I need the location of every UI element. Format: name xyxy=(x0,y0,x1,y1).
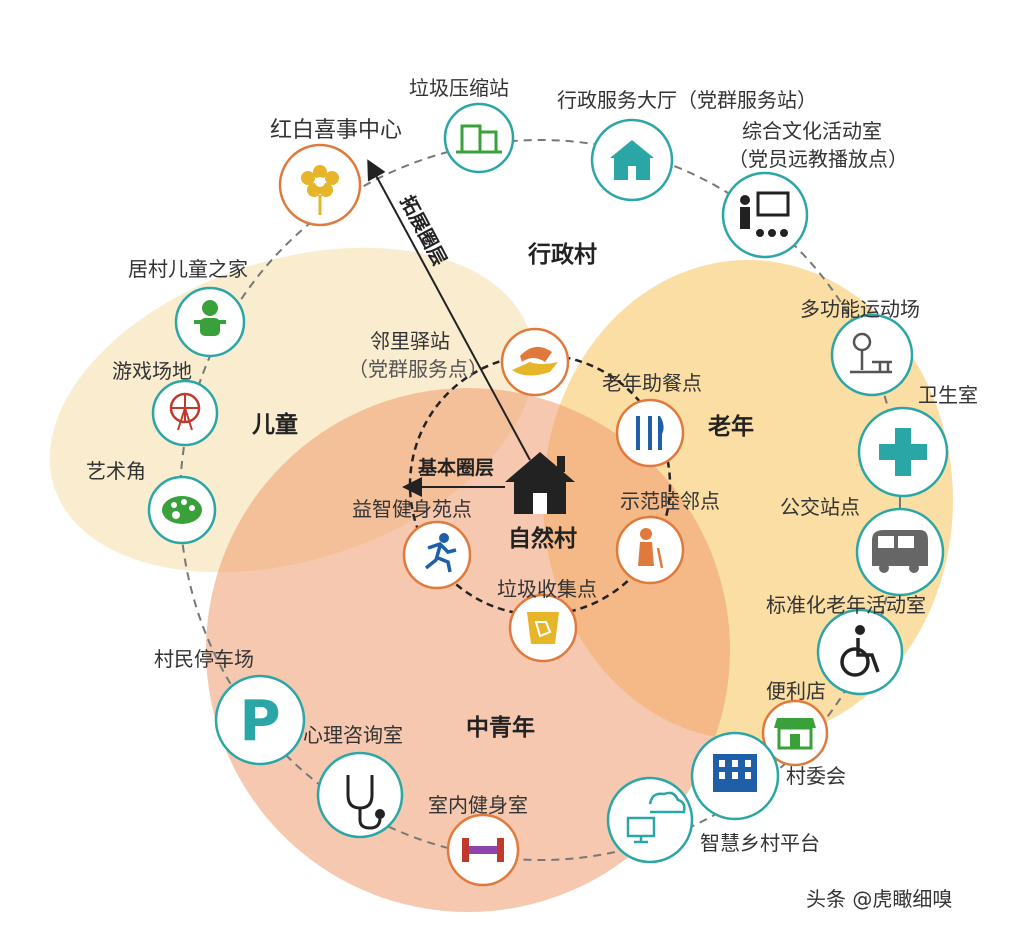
runner-icon xyxy=(424,533,457,573)
label-smart: 智慧乡村平台 xyxy=(700,831,820,855)
medical-cross-icon xyxy=(879,428,927,476)
basic-arrow-label: 基本圈层 xyxy=(417,456,494,479)
zone-label-elder: 老年 xyxy=(707,413,754,440)
store-icon xyxy=(774,718,816,750)
node-kids-home[interactable] xyxy=(174,286,246,358)
node-playground[interactable] xyxy=(151,379,219,447)
label-elder-meal: 老年助餐点 xyxy=(602,371,702,395)
node-elder-meal[interactable] xyxy=(615,398,685,468)
node-elder-room[interactable] xyxy=(816,608,904,696)
node-store[interactable] xyxy=(761,699,829,767)
label-trash-compress: 垃圾压缩站 xyxy=(409,76,509,100)
node-trash-collect[interactable] xyxy=(508,593,578,663)
node-wedding[interactable] xyxy=(278,143,362,227)
node-neighbor-station[interactable] xyxy=(500,327,570,397)
palette-icon xyxy=(162,496,202,524)
cutlery-icon xyxy=(636,416,664,450)
node-trash-compress[interactable] xyxy=(443,102,515,174)
label-admin-hall: 行政服务大厅（党群服务站） xyxy=(557,88,817,112)
cloud-computer-icon xyxy=(626,791,686,844)
expand-arrow xyxy=(367,159,531,461)
node-smart[interactable] xyxy=(606,776,694,864)
ferris-wheel-icon xyxy=(169,392,201,431)
label-neighbor-station: 邻里驿站 xyxy=(370,329,450,353)
label-demo-neighbor: 示范睦邻点 xyxy=(620,489,720,513)
label-art: 艺术角 xyxy=(86,459,146,483)
label-counsel: 心理咨询室 xyxy=(303,723,403,747)
label-culture: 综合文化活动室 xyxy=(742,119,882,143)
node-counsel[interactable] xyxy=(316,751,404,839)
label-clinic: 卫生室 xyxy=(918,383,978,407)
node-admin-hall[interactable] xyxy=(590,118,674,202)
node-bus[interactable] xyxy=(855,507,945,597)
node-art[interactable] xyxy=(147,475,217,545)
hands-icon xyxy=(512,346,558,376)
dumbbell-icon xyxy=(462,838,504,862)
label-kids-home: 居村儿童之家 xyxy=(128,257,248,281)
teacher-icon xyxy=(740,191,790,237)
label-culture-sub: （党员远教播放点） xyxy=(728,147,908,171)
node-culture[interactable] xyxy=(721,171,809,259)
zone-label-youth: 中青年 xyxy=(466,714,535,741)
flower-icon xyxy=(301,165,339,215)
node-committee[interactable] xyxy=(690,731,780,821)
wheelchair-icon xyxy=(840,625,880,677)
label-wedding: 红白喜事中心 xyxy=(270,118,402,143)
label-bus: 公交站点 xyxy=(780,495,860,519)
center-label: 自然村 xyxy=(508,525,577,552)
node-clinic[interactable] xyxy=(857,406,949,498)
label-committee: 村委会 xyxy=(786,764,846,788)
label-trash-collect: 垃圾收集点 xyxy=(497,577,597,601)
watermark: 头条 @虎瞰细嗅 xyxy=(806,887,952,911)
label-sports: 多功能运动场 xyxy=(800,297,920,321)
sports-field-icon xyxy=(850,332,892,374)
label-store: 便利店 xyxy=(766,679,826,703)
office-building-icon xyxy=(713,754,757,792)
label-elder-room: 标准化老年活动室 xyxy=(766,593,926,617)
label-neighbor-station-sub: （党群服务点） xyxy=(348,357,488,381)
expand-ring xyxy=(179,139,901,861)
label-fitness-park: 益智健身苑点 xyxy=(352,497,472,521)
label-parking: 村民停车场 xyxy=(154,647,254,671)
zone-label-admin: 行政村 xyxy=(527,241,597,268)
node-fitness-park[interactable] xyxy=(402,520,472,590)
zone-label-child: 儿童 xyxy=(252,411,298,438)
baby-icon xyxy=(194,300,226,336)
stethoscope-icon xyxy=(346,775,385,830)
bus-icon xyxy=(872,530,928,573)
building-icon xyxy=(456,124,502,154)
node-parking[interactable]: P xyxy=(214,674,306,766)
house-icon xyxy=(505,452,575,514)
node-gym[interactable] xyxy=(446,813,520,887)
label-playground: 游戏场地 xyxy=(112,359,192,383)
node-demo-neighbor[interactable] xyxy=(615,515,685,585)
label-gym: 室内健身室 xyxy=(428,793,528,817)
node-sports[interactable] xyxy=(830,313,914,397)
school-icon xyxy=(610,140,654,180)
parking-icon: P xyxy=(239,689,280,754)
recycle-bin-icon xyxy=(527,612,559,644)
elder-icon xyxy=(638,528,664,569)
